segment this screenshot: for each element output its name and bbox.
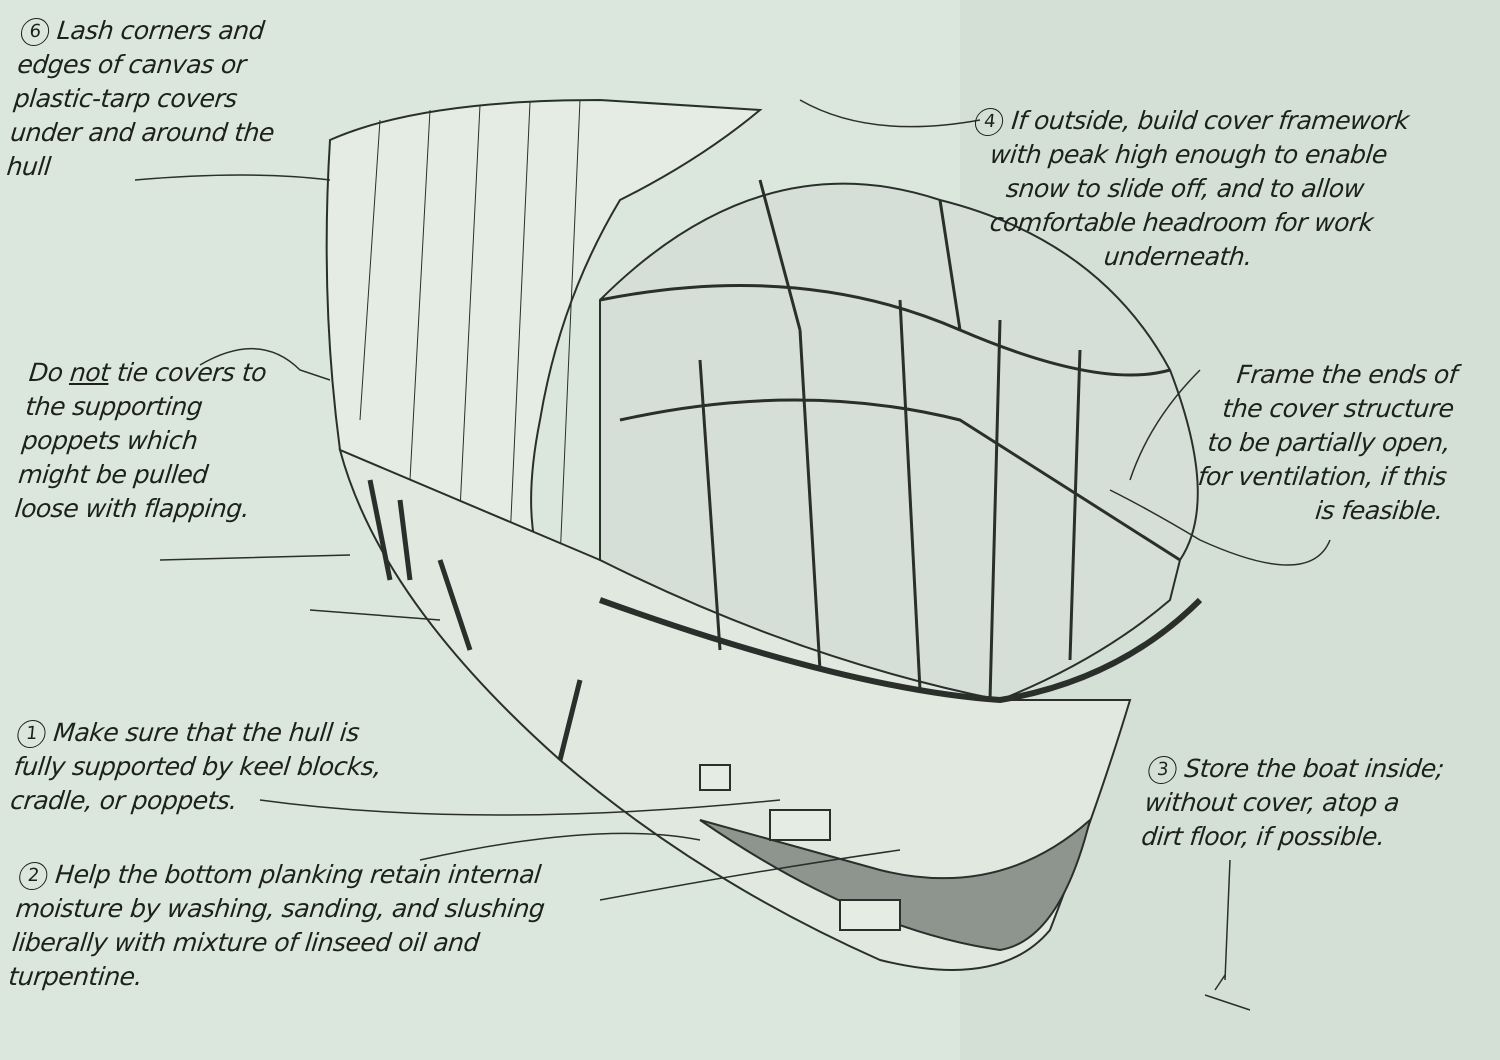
keel-block bbox=[769, 809, 831, 841]
keel-block bbox=[839, 899, 901, 931]
note-number: 1 bbox=[15, 720, 47, 748]
cover-folds bbox=[359, 99, 581, 561]
note-text: If outside, build cover framework with p… bbox=[988, 106, 1411, 271]
keel-bottom bbox=[699, 817, 1092, 952]
leader-lines bbox=[134, 99, 1331, 1011]
note-text: Frame the ends of the cover structure to… bbox=[1196, 360, 1459, 525]
note-text: Do bbox=[27, 358, 72, 387]
note-text: Help the bottom planking retain internal… bbox=[7, 860, 546, 991]
frame-ribs bbox=[599, 179, 1181, 701]
note-poppets: Do not tie covers to the supporting popp… bbox=[13, 356, 281, 526]
cover-framework bbox=[599, 182, 1199, 702]
note-number: 6 bbox=[19, 18, 51, 46]
note-emphasis: not bbox=[68, 358, 112, 387]
canvas-cover bbox=[325, 98, 763, 577]
note-text: Lash corners and edges of canvas or plas… bbox=[5, 16, 276, 181]
gunwale-rail bbox=[598, 597, 1203, 704]
note-number: 3 bbox=[1146, 756, 1178, 784]
note-text: Store the boat inside; without cover, at… bbox=[1139, 754, 1446, 851]
note-ventilation: Frame the ends of the cover structure to… bbox=[1181, 358, 1459, 528]
poppets bbox=[367, 479, 583, 761]
keel-block bbox=[699, 764, 731, 791]
note-text: Make sure that the hull is fully support… bbox=[8, 718, 383, 815]
note-number: 4 bbox=[973, 108, 1005, 136]
note-number: 2 bbox=[17, 862, 49, 890]
